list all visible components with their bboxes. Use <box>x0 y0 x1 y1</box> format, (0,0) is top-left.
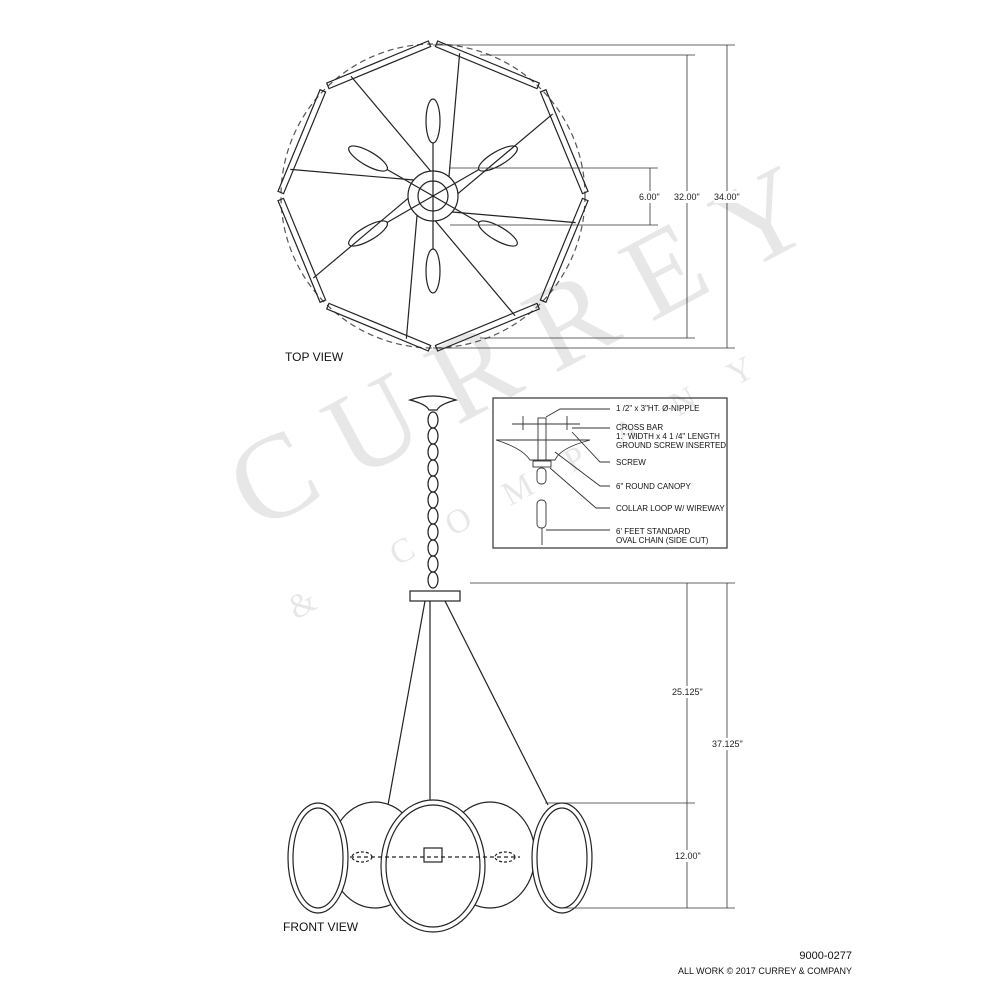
chain-link <box>427 427 439 445</box>
frame-spoke <box>405 215 418 339</box>
candle-bulb <box>348 145 389 172</box>
callout-nipple: 1 /2" x 3"HT. Ø-NIPPLE <box>616 404 700 413</box>
model-number: 9000-0277 <box>799 950 852 962</box>
frame-spoke <box>350 75 432 172</box>
top-view-label: TOP VIEW <box>285 350 344 364</box>
callout-cross-bar: CROSS BAR 1." WIDTH x 4 1 /4" LENGTH GRO… <box>616 423 727 450</box>
frame-bar <box>325 302 432 352</box>
dim-outer-diameter: 34.00" <box>714 191 740 203</box>
top-view-drawing <box>277 40 589 352</box>
front-view-label: FRONT VIEW <box>283 920 359 934</box>
dim-center-hub: 6.00" <box>639 191 660 203</box>
candle-arm <box>386 195 434 224</box>
frame-bar <box>434 40 541 90</box>
frame-bar <box>539 197 589 304</box>
frame-bar <box>277 88 327 195</box>
frame-bar <box>277 197 327 304</box>
chain-link <box>427 539 439 557</box>
chain-link <box>427 507 439 525</box>
frame-bar <box>325 40 432 90</box>
dim-chain-to-frame: 25.125" <box>672 686 703 698</box>
chain-link <box>427 523 439 541</box>
center-hub <box>407 170 459 222</box>
frame-bar <box>434 302 541 352</box>
callout-canopy: 6" ROUND CANOPY <box>616 482 691 491</box>
chain-link <box>427 555 439 573</box>
chain-link <box>427 491 439 509</box>
chain-link <box>427 411 439 429</box>
frame-spoke <box>457 113 554 195</box>
dim-overall-height: 37.125" <box>712 738 743 750</box>
candle-arm <box>432 168 480 197</box>
frame-spoke <box>448 53 461 177</box>
frame-spoke <box>452 211 576 224</box>
chain-link <box>427 443 439 461</box>
frame-bar <box>539 88 589 195</box>
frame-spoke <box>290 168 414 181</box>
front-view-drawing <box>287 395 593 933</box>
detail-box <box>492 397 728 549</box>
dim-frame-height: 12.00" <box>675 850 701 862</box>
frame-spoke <box>312 197 409 279</box>
chain-link <box>427 571 439 589</box>
candle-bulb <box>477 220 518 247</box>
callout-screw: SCREW <box>616 458 646 467</box>
callout-chain: 6' FEET STANDARD OVAL CHAIN (SIDE CUT) <box>616 527 709 545</box>
candle-arm <box>432 195 480 224</box>
chain-link <box>427 475 439 493</box>
candle-bulb <box>425 98 441 144</box>
candle-bulb <box>425 248 441 294</box>
callout-collar-loop: COLLAR LOOP W/ WIREWAY <box>616 504 725 513</box>
dim-inner-diameter: 32.00" <box>674 191 700 203</box>
candle-arm <box>386 168 434 197</box>
copyright: ALL WORK © 2017 CURREY & COMPANY <box>677 966 852 976</box>
outer-diameter-circle <box>280 43 586 349</box>
chain-link <box>427 459 439 477</box>
frame-spoke <box>434 220 516 317</box>
